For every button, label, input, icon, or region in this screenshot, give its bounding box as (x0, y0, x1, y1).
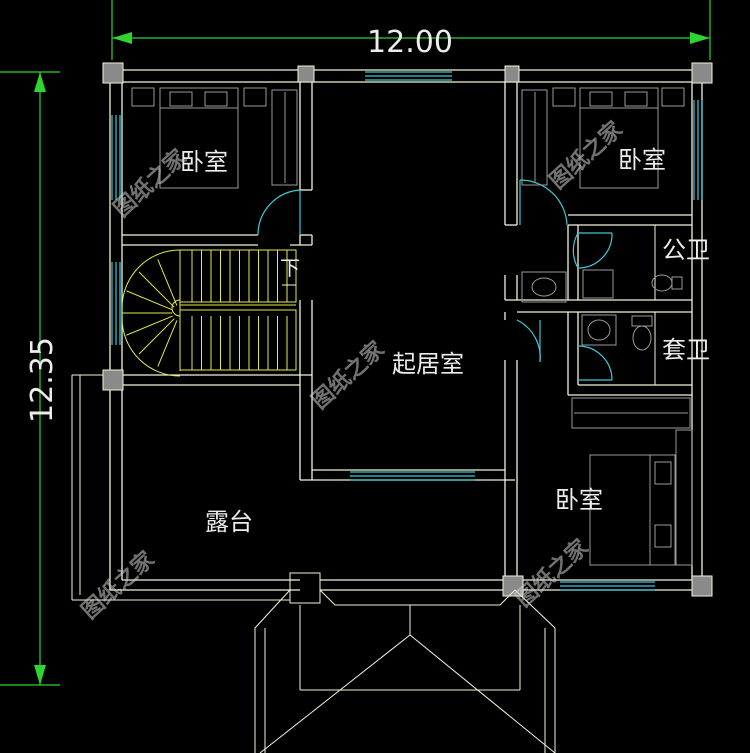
window-living-south (350, 471, 475, 481)
door-ensuite-bath (577, 345, 613, 381)
dimension-height-label: 12.35 (25, 337, 60, 423)
watermark: 图纸之家 (545, 116, 629, 195)
bed-bottom-right (589, 429, 693, 566)
spiral-tread (157, 320, 178, 367)
wardrobe-top-left (271, 89, 298, 186)
room-label-living: 起居室 (392, 350, 464, 378)
columns (102, 62, 713, 604)
stair-down-label: 下 (280, 256, 300, 280)
window-stair-left (111, 262, 121, 345)
spiral-tread (157, 259, 178, 306)
watermark: 图纸之家 (511, 534, 595, 613)
wardrobe-top-right (521, 89, 548, 186)
window-bedroom-bottom (560, 581, 655, 591)
staircase: 下 (121, 249, 300, 377)
door-bedroom-bottom-right (516, 319, 541, 363)
interior-walls (122, 82, 692, 580)
bed-top-left (131, 87, 267, 189)
dimension-width-label: 12.00 (367, 25, 453, 60)
windows (111, 71, 703, 591)
spiral-tread (138, 318, 175, 355)
window-top (365, 71, 452, 81)
sink-ensuite-bath (581, 314, 617, 346)
column (297, 65, 315, 83)
room-label-public-bath: 公卫 (662, 236, 710, 264)
window-bedroom-right (693, 100, 703, 200)
watermark: 图纸之家 (307, 336, 391, 415)
watermark: 图纸之家 (109, 144, 193, 223)
dimension-arrow-left (112, 32, 132, 44)
room-label-terrace: 露台 (205, 508, 253, 536)
room-label-bedroom-top-left: 卧室 (180, 148, 228, 176)
dimension-arrow-bottom (34, 665, 46, 685)
door-bedroom-top-right (519, 179, 568, 226)
bed-top-right (552, 87, 685, 189)
doors (257, 179, 613, 381)
porch-roof (254, 589, 556, 753)
door-bedroom-top-left (257, 189, 301, 236)
column (504, 65, 520, 83)
column (102, 369, 124, 391)
column (289, 572, 321, 604)
dimension-arrow-top (34, 72, 46, 92)
toilet-public-bath (651, 274, 683, 292)
dimension-width: 12.00 (111, 0, 711, 60)
room-label-bedroom-bottom-right: 卧室 (555, 486, 603, 514)
spiral-tread (138, 271, 175, 308)
spiral-tread (126, 290, 173, 311)
spiral-tread (126, 315, 173, 336)
toilet-ensuite-bath (631, 315, 653, 351)
watermark: 图纸之家 (77, 546, 161, 625)
column (691, 575, 713, 597)
column (691, 62, 713, 84)
column (502, 575, 524, 597)
tub-public-bath (582, 269, 614, 299)
dimension-height: 12.35 (0, 71, 60, 686)
door-public-bath (572, 232, 613, 269)
room-label-bedroom-top-right: 卧室 (618, 146, 666, 174)
dimension-arrow-right (690, 32, 710, 44)
column (102, 62, 124, 84)
window-bedroom-left (111, 115, 121, 200)
room-label-ensuite-bath: 套卫 (662, 336, 710, 364)
wardrobe-bottom-right (571, 397, 691, 429)
sink-public-bath (521, 271, 567, 303)
